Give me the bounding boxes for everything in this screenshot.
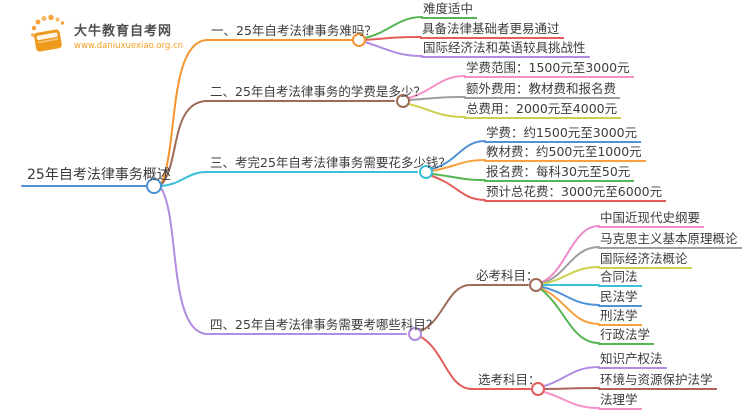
- leaf-line-criminal-law: [541, 288, 600, 325]
- leaf-line-difficulty: [364, 16, 423, 39]
- leaf-line-jurisprudence: [543, 391, 600, 409]
- required-subjects-line: [420, 284, 529, 332]
- node-subject-marxism: 马克思主义基本原理概论: [598, 231, 742, 249]
- node-question-3: 三、考完25年自考法律事务需要花多少钱？: [210, 155, 451, 170]
- node-tuition-range: 学费范围：1500元至3000元: [464, 60, 634, 78]
- leaf-line-estimated-total: [431, 175, 486, 201]
- node-required-subjects: 必考科目：: [476, 268, 539, 283]
- node-subject-criminal-law: 刑法学: [598, 308, 642, 326]
- leaf-line-modern-history: [541, 225, 600, 283]
- node-subject-jurisprudence: 法理学: [598, 392, 642, 410]
- leaf-line-civil-law: [541, 286, 600, 306]
- node-estimated-total: 预计总花费：3000元至6000元: [484, 184, 667, 202]
- node-textbook-fee: 教材费：约500元至1000元: [484, 144, 646, 162]
- node-extra-fees: 额外费用：教材费和报名费: [464, 81, 621, 99]
- branch-4-circle: [408, 327, 422, 341]
- leaf-line-textbook: [431, 159, 486, 172]
- node-intl-econ-english-challenge: 国际经济法和英语较具挑战性: [421, 40, 590, 58]
- leaf-line-env-law: [543, 387, 600, 390]
- node-subject-civil-law: 民法学: [598, 289, 642, 307]
- required-subjects-circle: [529, 278, 543, 292]
- leaf-line-intl-econ-law: [541, 266, 600, 285]
- leaf-line-tuition-range: [408, 75, 466, 99]
- branch-2-circle: [396, 94, 410, 108]
- node-subject-intl-econ-law: 国际经济法概论: [598, 251, 692, 269]
- leaf-line-tuition: [431, 140, 486, 170]
- branch-3-line: [161, 171, 418, 187]
- leaf-line-registration: [431, 173, 486, 181]
- leaf-line-challenge: [364, 41, 423, 57]
- node-question-4: 四、25年自考法律事务需要考哪些科目？: [210, 317, 439, 332]
- node-subject-modern-history: 中国近现代史纲要: [598, 210, 705, 228]
- leaf-line-ip-law: [543, 366, 600, 387]
- node-subject-env-law: 环境与资源保护法学: [598, 372, 717, 390]
- leaf-line-extra-fee: [408, 96, 466, 101]
- branch-2-line: [160, 100, 395, 186]
- optional-subjects-circle: [531, 382, 545, 396]
- leaf-line-basis: [364, 36, 422, 41]
- optional-subjects-line: [420, 336, 531, 390]
- node-subject-ip-law: 知识产权法: [598, 351, 667, 369]
- node-subject-admin-law: 行政法学: [598, 327, 655, 345]
- root-node-circle: [146, 178, 162, 194]
- node-registration-fee: 报名费：每科30元至50元: [484, 164, 635, 182]
- logo: 大牛教育自考网 www.daniuxuexiao.org.cn: [28, 14, 183, 56]
- node-tuition: 学费：约1500元至3000元: [484, 125, 642, 143]
- node-difficulty-moderate: 难度适中: [421, 1, 478, 19]
- branch-1-line: [160, 39, 353, 185]
- node-law-basis-easier: 具备法律基础者更易通过: [420, 21, 564, 39]
- node-optional-subjects: 选考科目：: [478, 372, 541, 387]
- leaf-line-admin-law: [541, 289, 600, 344]
- leaf-line-total-fee: [408, 103, 466, 118]
- node-question-2: 二、25年自考法律事务的学费是多少？: [210, 84, 426, 99]
- branch-3-circle: [419, 165, 433, 179]
- branch-1-circle: [352, 33, 366, 47]
- logo-url: www.daniuxuexiao.org.cn: [74, 40, 184, 51]
- node-total-fee: 总费用：2000元至4000元: [464, 101, 622, 119]
- branch-4-line: [160, 187, 407, 335]
- node-subject-contract-law: 合同法: [598, 269, 642, 287]
- logo-book-icon: [30, 14, 65, 52]
- logo-title: 大牛教育自考网: [74, 23, 173, 39]
- node-question-1: 一、25年自考法律事务难吗？: [211, 23, 377, 38]
- leaf-line-marxism: [541, 246, 600, 284]
- node-root: 25年自考法律事务概述: [27, 167, 171, 183]
